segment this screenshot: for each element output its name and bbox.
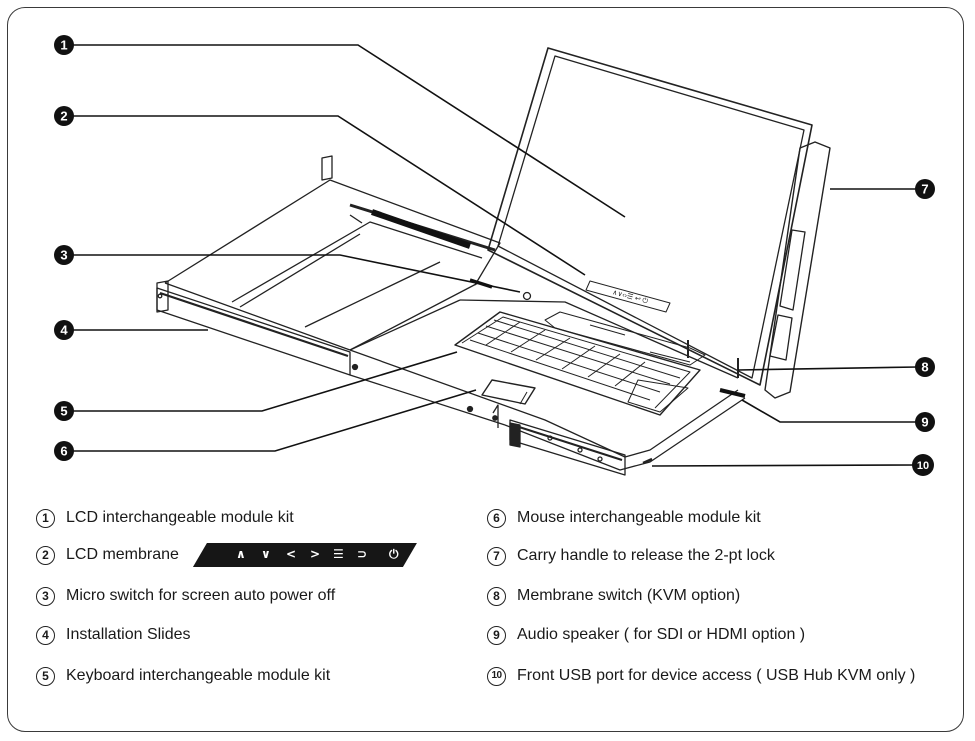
svg-text:5: 5: [60, 404, 67, 419]
front-slide: [492, 404, 653, 476]
svg-text:2: 2: [60, 109, 67, 124]
svg-text:9: 9: [921, 415, 928, 430]
legend-number-9: 9: [487, 625, 506, 645]
keyboard: [454, 311, 701, 416]
diagram-frame: [7, 7, 964, 732]
legend-number-2: 2: [36, 545, 55, 565]
legend-number-6: 6: [487, 508, 506, 528]
legend-number-10: 10: [487, 666, 506, 686]
svg-text:3: 3: [60, 248, 67, 263]
legend-number-7: 7: [487, 546, 506, 566]
legend-label-5: Keyboard interchangeable module kit: [66, 667, 331, 684]
legend-label-2: LCD membrane: [66, 546, 179, 563]
callout-badge-10: 10: [912, 454, 934, 476]
legend-label-10: Front USB port for device access ( USB H…: [517, 667, 916, 684]
legend-item-3: 3 Micro switch for screen auto power off: [36, 584, 335, 608]
svg-text:1: 1: [60, 38, 67, 53]
legend-label-6: Mouse interchangeable module kit: [517, 509, 761, 526]
up-icon: ∧: [235, 547, 246, 561]
legend-item-5: 5 Keyboard interchangeable module kit: [36, 664, 330, 688]
legend-number-3: 3: [36, 586, 55, 606]
right-icon: >: [309, 547, 320, 561]
legend-item-9: 9 Audio speaker ( for SDI or HDMI option…: [487, 623, 805, 647]
legend-number-4: 4: [36, 625, 55, 645]
svg-text:∧∨‹›☰ ↩ ⏻: ∧∨‹›☰ ↩ ⏻: [611, 288, 649, 305]
left-icon: <: [285, 547, 296, 561]
carry-handle: [764, 141, 831, 399]
svg-text:6: 6: [60, 444, 67, 459]
legend-number-8: 8: [487, 586, 506, 606]
legend-number-5: 5: [36, 666, 55, 686]
legend-label-3: Micro switch for screen auto power off: [66, 587, 336, 604]
legend-item-4: 4 Installation Slides: [36, 623, 191, 647]
power-icon: ⏻: [388, 547, 399, 561]
svg-text:8: 8: [921, 360, 928, 375]
speaker-grille: [719, 388, 746, 398]
legend-number-1: 1: [36, 508, 55, 528]
return-icon: ⊃: [356, 547, 367, 561]
legend-label-7: Carry handle to release the 2-pt lock: [517, 547, 775, 564]
callout-badge-8: 8: [915, 357, 935, 377]
legend-item-8: 8 Membrane switch (KVM option): [487, 584, 740, 608]
svg-text:4: 4: [60, 323, 68, 338]
callout-badge-1: 1: [54, 35, 74, 55]
legend-label-1: LCD interchangeable module kit: [66, 509, 294, 526]
leader-lines: [72, 44, 919, 467]
legend-label-4: Installation Slides: [66, 626, 191, 643]
down-icon: ∨: [260, 547, 271, 561]
legend-item-2: 2 LCD membrane ∧ ∨ < > ☰ ⊃ ⏻: [36, 543, 417, 567]
callout-badge-6: 6: [54, 441, 74, 461]
rear-tray: [164, 155, 501, 351]
svg-text:10: 10: [917, 460, 929, 472]
legend-item-10: 10 Front USB port for device access ( US…: [487, 664, 915, 688]
console-base: [349, 299, 746, 471]
legend-label-8: Membrane switch (KVM option): [517, 587, 741, 604]
callout-badge-9: 9: [915, 412, 935, 432]
installation-slide: [156, 280, 359, 376]
callout-badge-5: 5: [54, 401, 74, 421]
lcd-membrane-illustration: ∧ ∨ < > ☰ ⊃ ⏻: [193, 543, 417, 567]
callout-badge-7: 7: [915, 179, 935, 199]
lcd-panel: ∧∨‹›☰ ↩ ⏻: [487, 47, 813, 386]
callout-badge-4: 4: [54, 320, 74, 340]
callout-badge-2: 2: [54, 106, 74, 126]
callout-badge-3: 3: [54, 245, 74, 265]
legend-label-9: Audio speaker ( for SDI or HDMI option ): [517, 626, 806, 643]
legend-item-6: 6 Mouse interchangeable module kit: [487, 506, 761, 530]
svg-text:7: 7: [921, 182, 928, 197]
callout-badges: 1 2 3 4 5 6 7 8 9 10: [54, 35, 935, 476]
menu-icon: ☰: [332, 547, 344, 561]
legend-item-7: 7 Carry handle to release the 2-pt lock: [487, 544, 775, 568]
legend-item-1: 1 LCD interchangeable module kit: [36, 506, 294, 530]
